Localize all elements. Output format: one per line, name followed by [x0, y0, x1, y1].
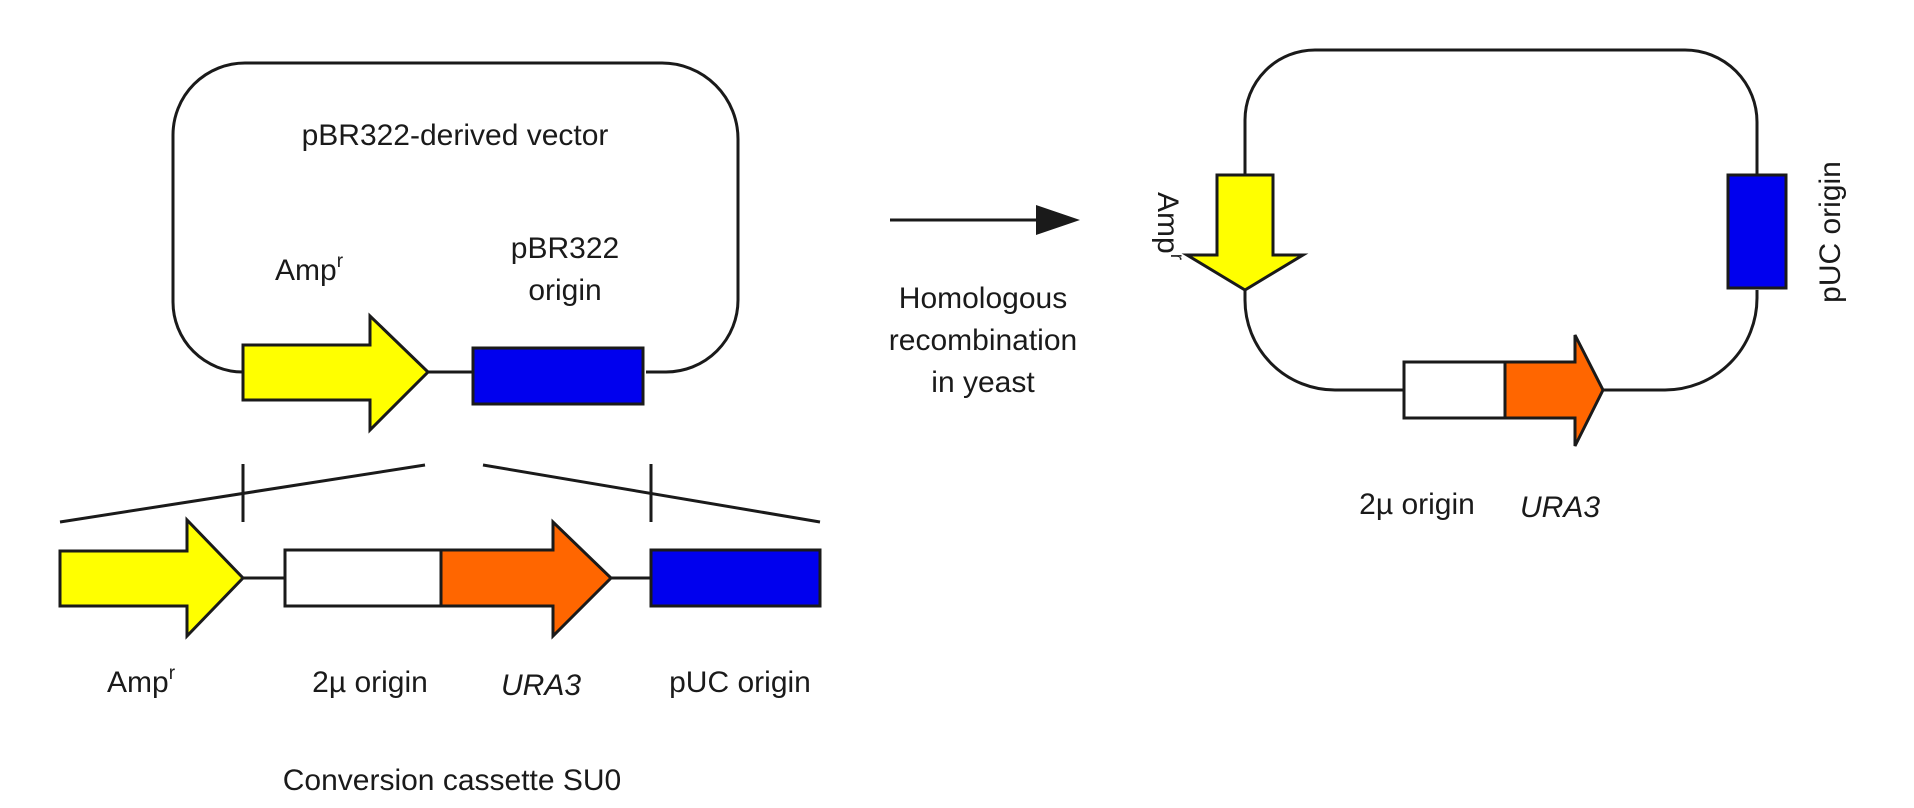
product-amp-label: Ampr	[1151, 192, 1187, 261]
product-plasmid: Ampr pUC origin 2µ origin URA3	[1151, 48, 1847, 524]
homology-guides	[59, 463, 821, 524]
product-ura3-arrow	[1503, 334, 1605, 447]
vector-amp-label: Ampr	[275, 251, 344, 287]
vector-amp-arrow	[241, 312, 431, 434]
product-puc-label: pUC origin	[1814, 161, 1847, 303]
cassette-amp-arrow	[58, 516, 246, 640]
vector-backbone	[171, 61, 740, 374]
pbr322-vector: pBR322-derived vector Ampr pBR322 origin	[171, 61, 740, 434]
conversion-cassette: Ampr 2µ origin URA3 pUC origin Conversio…	[58, 516, 822, 797]
cassette-puc-origin-box	[649, 548, 822, 608]
product-amp-arrow	[1181, 173, 1309, 292]
product-ura3-label: URA3	[1520, 491, 1600, 524]
cassette-2micron-box	[283, 548, 443, 608]
process-line2: recombination	[889, 324, 1077, 357]
cassette-caption: Conversion cassette SU0	[283, 764, 622, 797]
product-2micron-box	[1402, 360, 1507, 420]
cassette-2micron-label: 2µ origin	[312, 666, 428, 699]
vector-ori-label-line2: origin	[528, 274, 601, 307]
product-backbone	[1243, 48, 1759, 175]
process-line3: in yeast	[931, 366, 1035, 399]
product-backbone-lower	[1243, 287, 1759, 392]
right-arrow-icon	[890, 205, 1080, 235]
cassette-puc-label: pUC origin	[669, 666, 811, 699]
process-step: Homologous recombination in yeast	[889, 205, 1080, 399]
vector-title: pBR322-derived vector	[302, 119, 609, 152]
cassette-amp-label: Ampr	[107, 663, 176, 699]
product-puc-origin-box	[1726, 173, 1788, 290]
vector-ori-label-line1: pBR322	[511, 232, 619, 265]
process-line1: Homologous	[899, 282, 1067, 315]
cassette-ura3-arrow	[439, 518, 614, 640]
product-2micron-label: 2µ origin	[1359, 488, 1475, 521]
cassette-ura3-label: URA3	[501, 669, 581, 702]
vector-pbr322-origin-box	[471, 346, 645, 406]
